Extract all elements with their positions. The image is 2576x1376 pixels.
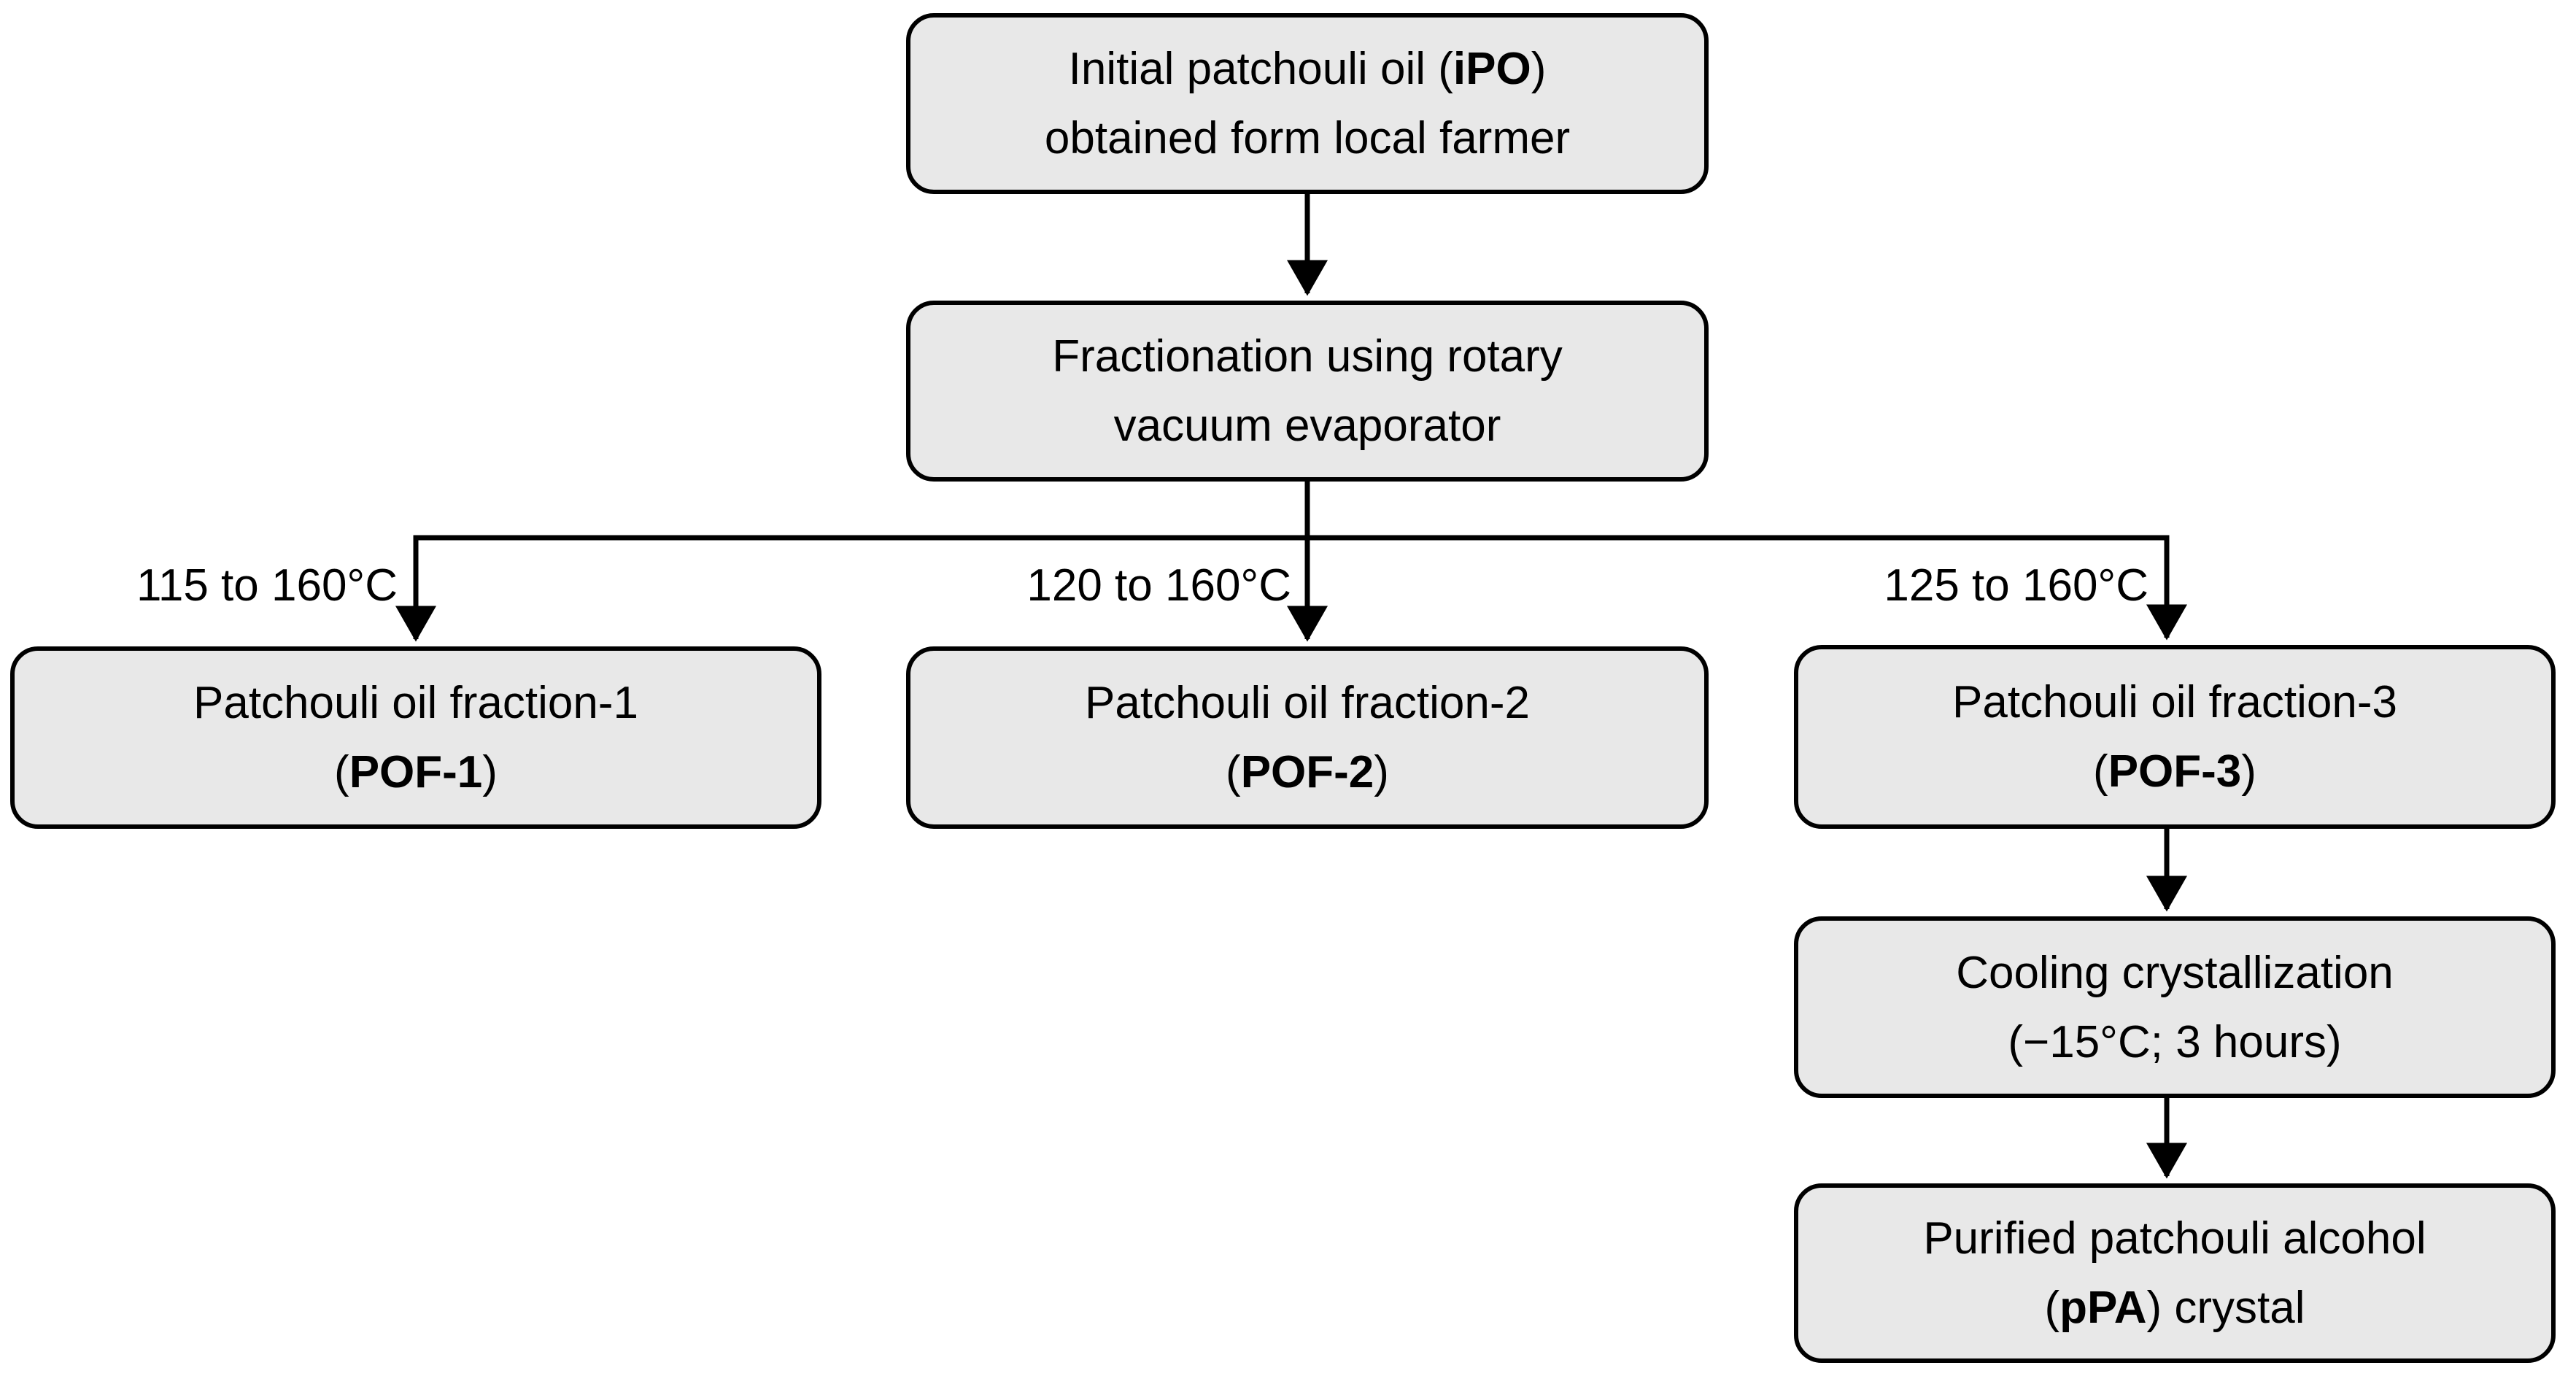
edge-label-temperature-pof1: 115 to 160°C [136,560,398,611]
text-segment: ( [2093,746,2108,797]
text-segment: vacuum evaporator [1113,401,1501,451]
text-segment-bold: iPO [1453,44,1531,94]
text-segment: ( [334,747,349,797]
node-text-line: Patchouli oil fraction-1 [193,668,638,738]
text-segment: ) [1531,44,1547,94]
text-segment: ) [1374,747,1389,797]
node-pof1: Patchouli oil fraction-1 (POF-1) [10,646,821,829]
text-segment-bold: pPA [2059,1283,2147,1333]
text-segment-bold: POF-3 [2108,746,2242,797]
node-text-line: (pPA) crystal [2044,1273,2305,1342]
text-segment: Cooling crystallization [1956,947,2394,998]
text-segment: ( [1226,747,1241,797]
node-text-line: Patchouli oil fraction-2 [1085,668,1530,738]
text-segment: ( [2044,1283,2060,1333]
node-text-line: obtained form local farmer [1045,104,1570,173]
text-segment: Patchouli oil fraction-3 [1952,677,2397,727]
text-segment: Fractionation using rotary [1052,331,1563,382]
node-text-line: (POF-1) [334,738,498,807]
text-segment-bold: POF-2 [1240,747,1374,797]
node-text-line: Initial patchouli oil (iPO) [1069,34,1547,104]
node-purified-patchouli-alcohol: Purified patchouli alcohol (pPA) crystal [1794,1183,2556,1363]
edge-label-temperature-pof2: 120 to 160°C [1026,560,1291,611]
text-segment: Patchouli oil fraction-2 [1085,678,1530,728]
node-pof3: Patchouli oil fraction-3 (POF-3) [1794,645,2556,829]
node-text-line: Patchouli oil fraction-3 [1952,668,2397,737]
node-text-line: (POF-2) [1226,738,1389,807]
text-segment: ) [2241,746,2256,797]
text-segment: Purified patchouli alcohol [1923,1213,2426,1264]
node-text-line: Cooling crystallization [1956,938,2394,1008]
text-segment: (−15°C; 3 hours) [2008,1016,2342,1067]
node-text-line: Fractionation using rotary [1052,322,1563,391]
text-segment: ) [482,747,498,797]
text-segment: ) crystal [2146,1283,2305,1333]
text-segment: Patchouli oil fraction-1 [193,678,638,728]
node-cooling-crystallization: Cooling crystallization (−15°C; 3 hours) [1794,916,2556,1098]
node-text-line: Purified patchouli alcohol [1923,1204,2426,1273]
node-text-line: (POF-3) [2093,737,2256,806]
text-segment: obtained form local farmer [1044,113,1571,163]
node-fractionation: Fractionation using rotary vacuum evapor… [906,301,1709,482]
edge-label-temperature-pof3: 125 to 160°C [1884,560,2148,611]
node-text-line: vacuum evaporator [1114,391,1501,460]
text-segment-bold: POF-1 [349,747,483,797]
node-pof2: Patchouli oil fraction-2 (POF-2) [906,646,1709,829]
node-text-line: (−15°C; 3 hours) [2008,1008,2341,1077]
node-initial-patchouli-oil: Initial patchouli oil (iPO) obtained for… [906,13,1709,194]
text-segment: Initial patchouli oil ( [1068,44,1453,94]
